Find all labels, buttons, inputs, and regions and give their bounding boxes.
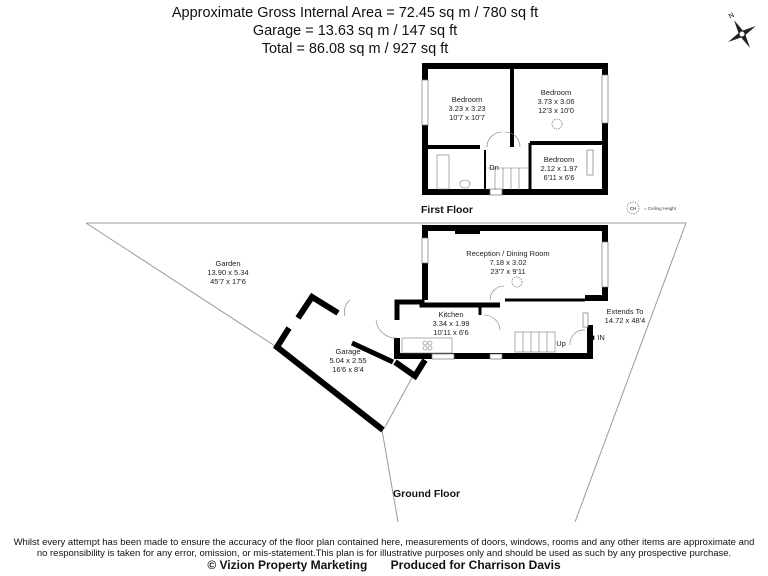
ceiling-height-icon [626,201,640,215]
extends-label: Extends To [607,307,644,316]
room-metric: 3.34 x 1.99 [432,319,469,328]
room-name: Bedroom [452,95,482,104]
room-imperial: 6'11 x 6'6 [543,173,574,182]
disclaimer-line-1: Whilst every attempt has been made to en… [13,537,755,548]
room-imperial: 16'6 x 8'4 [332,365,364,374]
legend-symbol: CH [630,206,637,211]
svg-text:N: N [728,12,736,21]
first-floor-title: First Floor [421,204,473,216]
stairs-up-label: Up [556,339,566,348]
legend-text: = Ceiling Height [644,206,677,211]
room-metric: 13.90 x 5.34 [207,268,248,277]
room-metric: 3.73 x 3.06 [537,97,574,106]
gross-area-text: Approximate Gross Internal Area = 72.45 … [171,5,539,21]
room-imperial: 10'7 x 10'7 [449,113,485,122]
room-imperial: 10'11 x 6'6 [433,328,468,337]
room-name: Reception / Dining Room [466,249,549,258]
room-imperial: 23'7 x 9'11 [490,267,525,276]
produced-for-text: Produced for Charrison Davis [390,558,561,572]
entrance-label: IN [597,333,605,342]
copyright-text: © Vizion Property Marketing [207,558,368,572]
extends-value: 14.72 x 48'4 [605,316,646,325]
compass-rose-icon: N [728,12,756,48]
ground-floor-plan [273,225,609,433]
room-metric: 7.18 x 3.02 [489,258,526,267]
footer: © Vizion Property Marketing Produced for… [0,558,768,572]
entrance-arrow-icon: ◄ [588,333,596,342]
room-name: Kitchen [438,310,463,319]
room-metric: 5.04 x 2.55 [329,356,366,365]
room-name: Garage [335,347,360,356]
room-name: Bedroom [544,155,574,164]
room-metric: 3.23 x 3.23 [448,104,485,113]
stairs-down-label: Dn [489,163,499,172]
room-name: Bedroom [541,88,571,97]
first-floor-plan [421,63,609,196]
room-metric: 2.12 x 1.97 [540,164,577,173]
garden-boundary [85,222,687,523]
room-name: Garden [215,259,240,268]
disclaimer-line-2: no responsibility is taken for any error… [36,548,732,559]
ground-floor-title: Ground Floor [393,488,460,500]
garage-area-text: Garage = 13.63 sq m / 147 sq ft [252,23,458,39]
total-area-text: Total = 86.08 sq m / 927 sq ft [261,41,449,57]
room-imperial: 12'3 x 10'0 [538,106,574,115]
room-imperial: 45'7 x 17'6 [210,277,246,286]
